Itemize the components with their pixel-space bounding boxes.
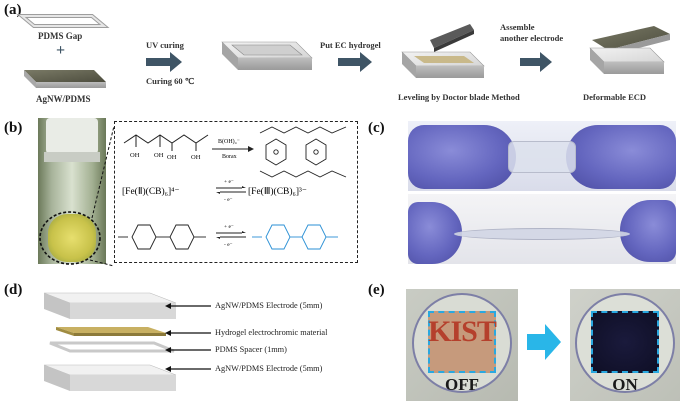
plus-e-2: + e⁻ [224, 224, 234, 230]
layer-label-spacer: PDMS Spacer (1mm) [215, 345, 287, 354]
label-put-hydrogel: Put EC hydrogel [320, 40, 381, 50]
label-curing-temp: Curing 60 ℃ [146, 76, 195, 86]
panel-label-b: (b) [4, 120, 23, 136]
vial-photo [38, 118, 106, 264]
chemistry-box [114, 121, 358, 263]
plus-e-1: + e⁻ [224, 179, 234, 185]
minus-e-2: - e⁻ [224, 242, 233, 248]
panel-label-e: (e) [368, 282, 385, 298]
label-plus: + [56, 42, 66, 59]
panel-d-layers [43, 292, 177, 391]
panel-label-c: (c) [368, 120, 385, 136]
fe3-complex: [Fe(Ⅲ)(CB)₆]³⁻ [248, 186, 307, 197]
pdms-gap-frame [16, 14, 110, 28]
pva-chain [123, 134, 209, 144]
viologen-oxidized [252, 224, 338, 250]
viologen-reduced [118, 224, 206, 250]
label-leveling: Leveling by Doctor blade Method [398, 92, 520, 102]
oh-label-1: OH [130, 152, 140, 159]
oh-label-3: OH [167, 154, 177, 161]
label-pdms-gap: PDMS Gap [38, 31, 83, 41]
layer-label-bottom-electrode: AgNW/PDMS Electrode (5mm) [215, 364, 323, 373]
doctor-blade-step [401, 24, 485, 78]
slab-with-frame [221, 41, 313, 70]
colored-area [591, 311, 659, 373]
panel-a-diagram [16, 14, 670, 88]
oh-label-2: OH [154, 152, 164, 159]
panel-d-pointers [165, 303, 211, 372]
stretch-photo-top [408, 121, 676, 191]
label-assemble-2: another electrode [500, 33, 564, 43]
kist-logo: KIST [428, 315, 497, 348]
oh-label-4: OH [191, 154, 201, 161]
minus-e-1: - e⁻ [224, 197, 233, 203]
agnw-pdms-slab [24, 70, 106, 88]
borate-crosslink [259, 126, 347, 178]
label-uv-curing: UV curing [146, 40, 184, 50]
process-arrow-3 [520, 52, 552, 72]
borax-reagent: B(OH)₄⁻ [218, 138, 240, 145]
zoom-ellipse [39, 125, 115, 267]
process-arrow-1 [146, 52, 182, 72]
stretch-photo-bottom [408, 194, 676, 264]
process-arrow-2 [338, 52, 372, 72]
layer-label-hydrogel: Hydrogel electrochromic material [215, 328, 328, 337]
label-deformable: Deformable ECD [583, 92, 647, 102]
assembled-ecd [589, 26, 670, 74]
fe2-complex: [Fe(Ⅱ)(CB)₆]⁴⁻ [122, 186, 179, 197]
on-label: ON [612, 375, 638, 394]
label-agnw-pdms: AgNW/PDMS [36, 94, 91, 104]
switch-arrow [527, 324, 561, 360]
device-off-photo: KIST OFF [406, 289, 518, 401]
chemistry-diagram: OH OH OH OH B(OH)₄⁻ Borax [Fe(Ⅱ)(CB)₆]⁴⁻… [118, 126, 347, 250]
borax-label: Borax [222, 154, 237, 160]
device-on-photo: ON [570, 289, 680, 401]
layer-label-top-electrode: AgNW/PDMS Electrode (5mm) [215, 301, 323, 310]
off-label: OFF [445, 375, 479, 394]
label-assemble-1: Assemble [500, 22, 535, 32]
panel-label-d: (d) [4, 282, 23, 298]
